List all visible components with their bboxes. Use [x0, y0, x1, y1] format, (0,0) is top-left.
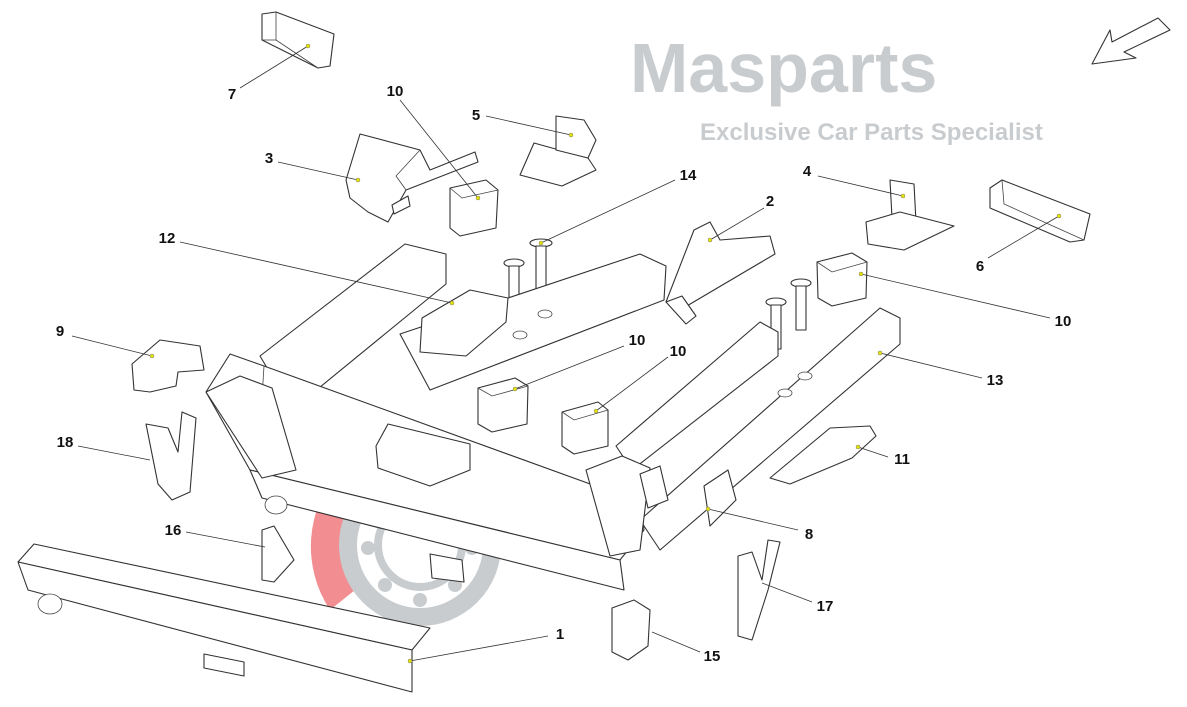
- callout-18[interactable]: 18: [57, 434, 74, 451]
- part-7: [261, 11, 335, 69]
- callout-9[interactable]: 9: [56, 323, 64, 340]
- part-15: [611, 599, 651, 661]
- callout-7[interactable]: 7: [228, 86, 236, 103]
- callout-1[interactable]: 1: [556, 626, 564, 643]
- callout-4[interactable]: 4: [803, 163, 812, 180]
- callout-17[interactable]: 17: [817, 598, 834, 615]
- callout-2[interactable]: 2: [766, 193, 774, 210]
- part-5: [519, 115, 597, 187]
- callout-13[interactable]: 13: [987, 372, 1004, 389]
- part-1: [17, 543, 431, 693]
- callout-10[interactable]: 10: [670, 343, 687, 360]
- callout-10[interactable]: 10: [387, 83, 404, 100]
- part-10-square-tube: [477, 377, 529, 433]
- part-10-square-tube: [816, 252, 868, 307]
- callout-11[interactable]: 11: [894, 451, 910, 468]
- watermark-brand: Masparts: [630, 29, 937, 107]
- leader-lines: [71, 43, 1062, 664]
- part-10-square-tube: [561, 401, 609, 455]
- callout-15[interactable]: 15: [704, 648, 721, 665]
- callout-14[interactable]: 14: [680, 167, 697, 184]
- part-6: [989, 179, 1091, 243]
- callout-5[interactable]: 5: [472, 107, 480, 124]
- part-17: [737, 539, 781, 641]
- part-3: [345, 133, 479, 223]
- callout-8[interactable]: 8: [805, 526, 813, 543]
- callout-3[interactable]: 3: [265, 150, 273, 167]
- part-4: [865, 179, 955, 251]
- callout-6[interactable]: 6: [976, 258, 984, 275]
- direction-arrow-icon: [1091, 17, 1171, 65]
- main-frame: [205, 243, 901, 591]
- callout-10[interactable]: 10: [1055, 313, 1072, 330]
- watermark-tagline: Exclusive Car Parts Specialist: [700, 119, 1043, 146]
- part-10-square-tube: [449, 179, 499, 237]
- callout-16[interactable]: 16: [165, 522, 182, 539]
- part-18: [145, 411, 197, 501]
- part-16: [261, 525, 295, 583]
- part-9: [131, 339, 205, 393]
- part-2: [665, 221, 776, 325]
- callout-12[interactable]: 12: [159, 230, 176, 247]
- part-11: [769, 425, 877, 485]
- callout-labels: 7 10 5 3 14 2 4 6 12 10 9 10 10 13 18 11…: [56, 83, 1072, 665]
- callout-10[interactable]: 10: [629, 332, 646, 349]
